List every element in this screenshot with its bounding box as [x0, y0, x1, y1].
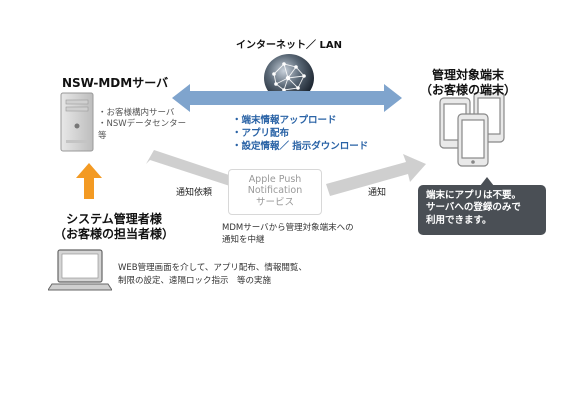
apns-line1: Apple Push [248, 174, 302, 185]
sync-double-arrow [172, 84, 402, 112]
device-title-line2: （お客様の端末） [420, 83, 517, 97]
callout-line: 利用できます。 [426, 214, 492, 226]
device-title: 管理対象端末 （お客様の端末） [420, 68, 516, 98]
admin-note: 制限の設定、遠隔ロック指示 等の実施 [118, 276, 272, 287]
smartphone-icon [439, 92, 505, 167]
server-notes: ・お客様構内サーバ ・NSWデータセンター 等 [98, 108, 186, 142]
server-note: ・お客様構内サーバ [98, 108, 175, 118]
callout-box: 端末にアプリは不要。 サーバへの登録のみで 利用できます。 [418, 177, 546, 235]
admin-notes: WEB管理画面を介して、アプリ配布、情報閲覧、 制限の設定、遠隔ロック指示 等の… [118, 262, 307, 288]
apns-line3: サービス [255, 196, 294, 208]
admin-title-line1: システム管理者様 [66, 212, 162, 226]
server-note: ・NSWデータセンター [98, 119, 187, 130]
flow-item: ・アプリ配布 [232, 127, 290, 139]
notify-label: 通知 [368, 188, 387, 198]
mdm-relay-note: MDMサーバから管理対象端末への 通知を中継 [222, 222, 354, 247]
admin-title-line2: （お客様の担当者様） [54, 227, 175, 241]
callout-line: 端末にアプリは不要。 [426, 190, 522, 201]
flow-item: ・設定情報／ 指示ダウンロード [232, 140, 369, 152]
callout-line: サーバへの登録のみで [426, 202, 521, 214]
globe-icon [264, 54, 314, 102]
notify-request-arrow [146, 150, 254, 196]
device-title-line1: 管理対象端末 [432, 68, 505, 82]
admin-note: WEB管理画面を介して、アプリ配布、情報閲覧、 [118, 263, 307, 273]
server-icon [60, 92, 94, 152]
notify-request-label: 通知依頼 [176, 188, 213, 198]
apns-box: Apple Push Notification サービス [228, 169, 322, 215]
apns-line2: Notification [247, 185, 303, 197]
server-note: 等 [98, 130, 107, 141]
flow-item: ・端末情報アップロード [232, 115, 337, 126]
mdm-relay-line: 通知を中継 [222, 235, 265, 246]
server-title: NSW-MDMサーバ [62, 76, 169, 90]
flow-list: ・端末情報アップロード ・アプリ配布 ・設定情報／ 指示ダウンロード [232, 115, 368, 153]
mdm-relay-line: MDMサーバから管理対象端末への [222, 223, 354, 233]
internet-label: インターネット／ LAN [236, 40, 342, 51]
admin-to-server-arrow [76, 163, 102, 199]
admin-title: システム管理者様 （お客様の担当者様） [54, 212, 174, 242]
laptop-icon [48, 249, 112, 291]
notify-arrow [326, 154, 426, 196]
